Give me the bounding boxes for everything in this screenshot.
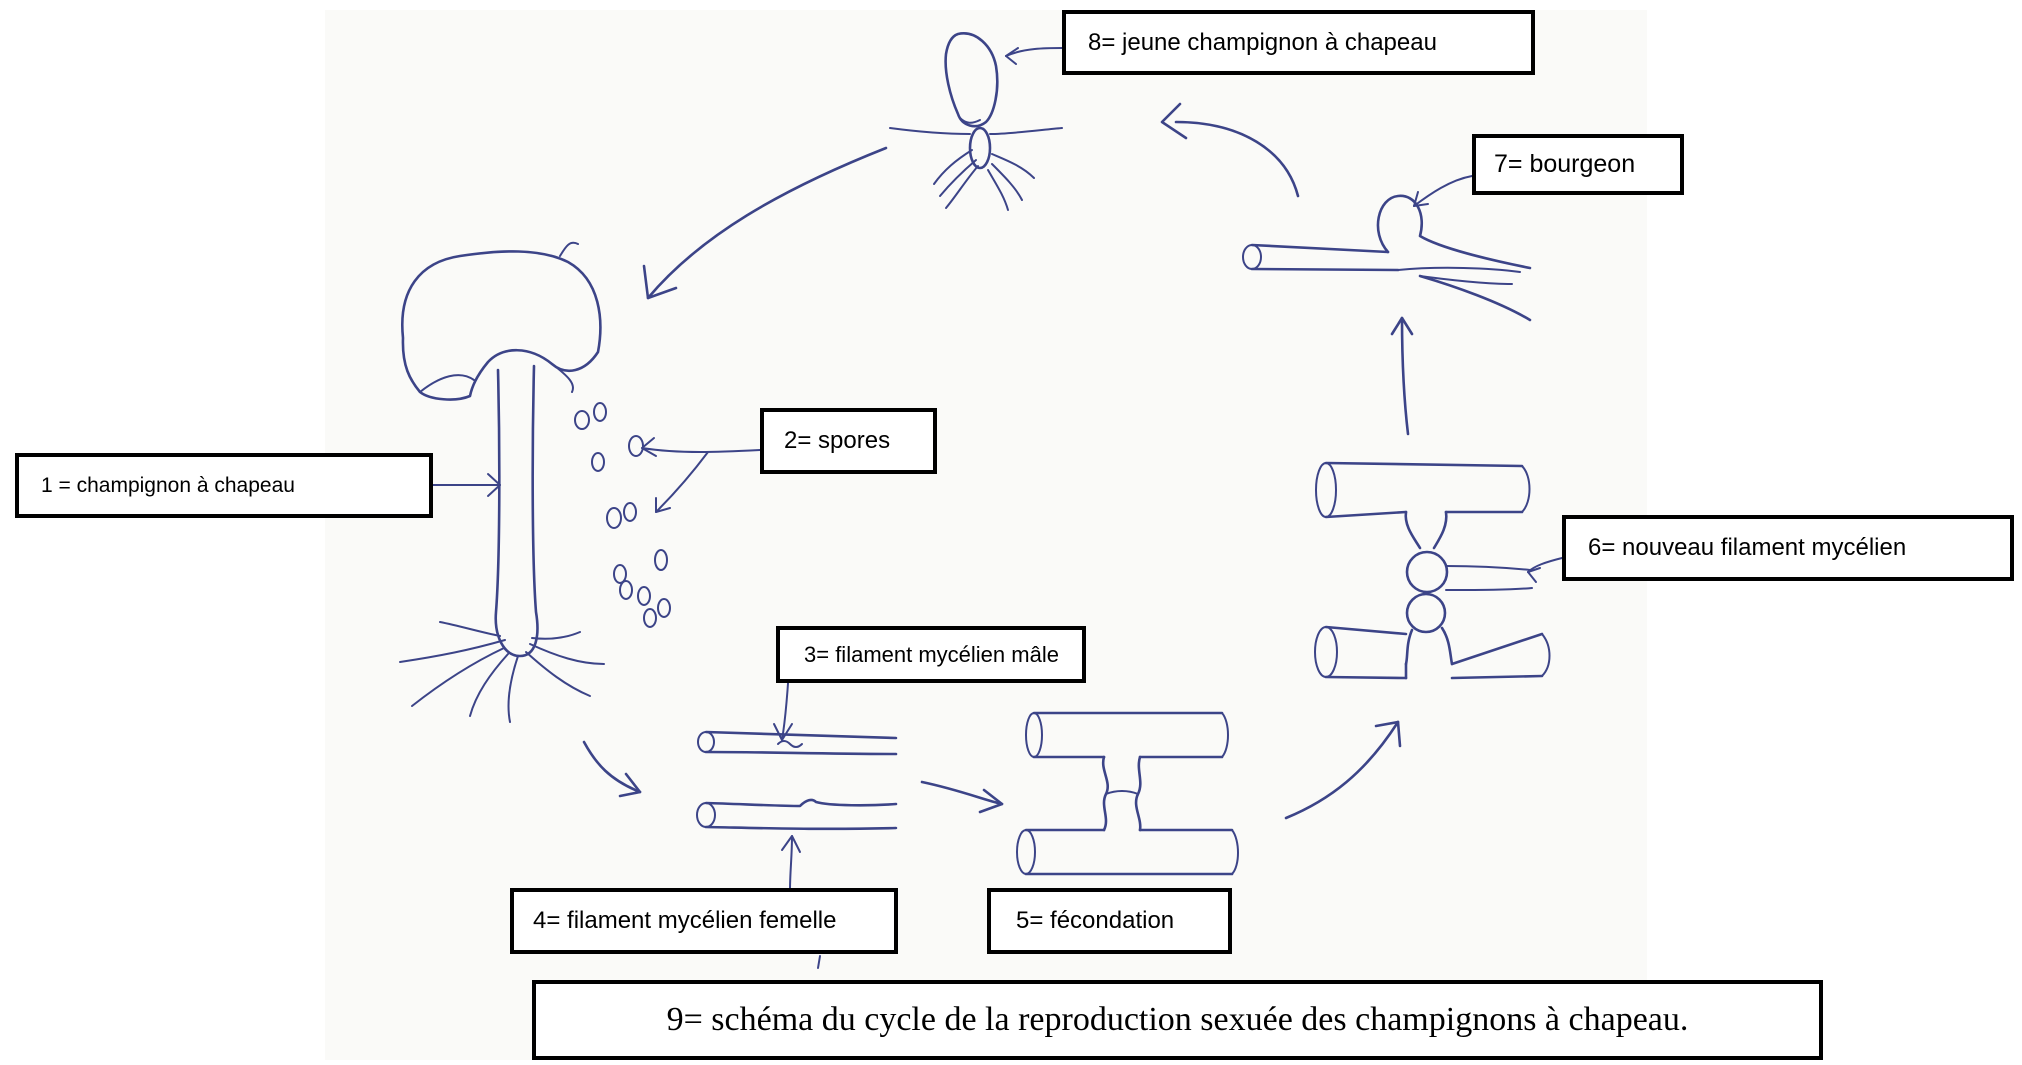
label-pointers [433, 438, 760, 512]
label-new-filament-text: 6= nouveau filament mycélien [1588, 534, 1906, 562]
label-mushroom-with-cap-text: 1 = champignon à chapeau [41, 474, 295, 498]
label-male-filament: 3= filament mycélien mâle [776, 626, 1086, 683]
label-mushroom-with-cap: 1 = champignon à chapeau [15, 453, 433, 518]
label-female-filament: 4= filament mycélien femelle [510, 888, 898, 954]
bud-drawing [1243, 176, 1530, 320]
label-female-filament-text: 4= filament mycélien femelle [533, 907, 836, 935]
label-spores: 2= spores [760, 408, 937, 474]
label-young-mushroom: 8= jeune champignon à chapeau [1062, 10, 1535, 75]
spores [575, 403, 670, 627]
label-fertilization: 5= fécondation [987, 888, 1232, 954]
cycle-arrows [584, 104, 1412, 818]
label-bud: 7= bourgeon [1472, 134, 1684, 195]
young-mushroom-drawing [890, 33, 1062, 210]
diagram-caption-text: 9= schéma du cycle de la reproduction se… [667, 1001, 1689, 1039]
label-fertilization-text: 5= fécondation [1016, 907, 1174, 935]
diagram-caption: 9= schéma du cycle de la reproduction se… [532, 980, 1823, 1060]
label-young-mushroom-text: 8= jeune champignon à chapeau [1088, 29, 1437, 57]
label-spores-text: 2= spores [784, 427, 890, 455]
fertilization-drawing [1017, 713, 1238, 874]
label-bud-text: 7= bourgeon [1494, 150, 1635, 179]
label-male-filament-text: 3= filament mycélien mâle [804, 642, 1059, 668]
new-mycelial-filament [1315, 463, 1562, 678]
label-new-filament: 6= nouveau filament mycélien [1562, 515, 2014, 581]
